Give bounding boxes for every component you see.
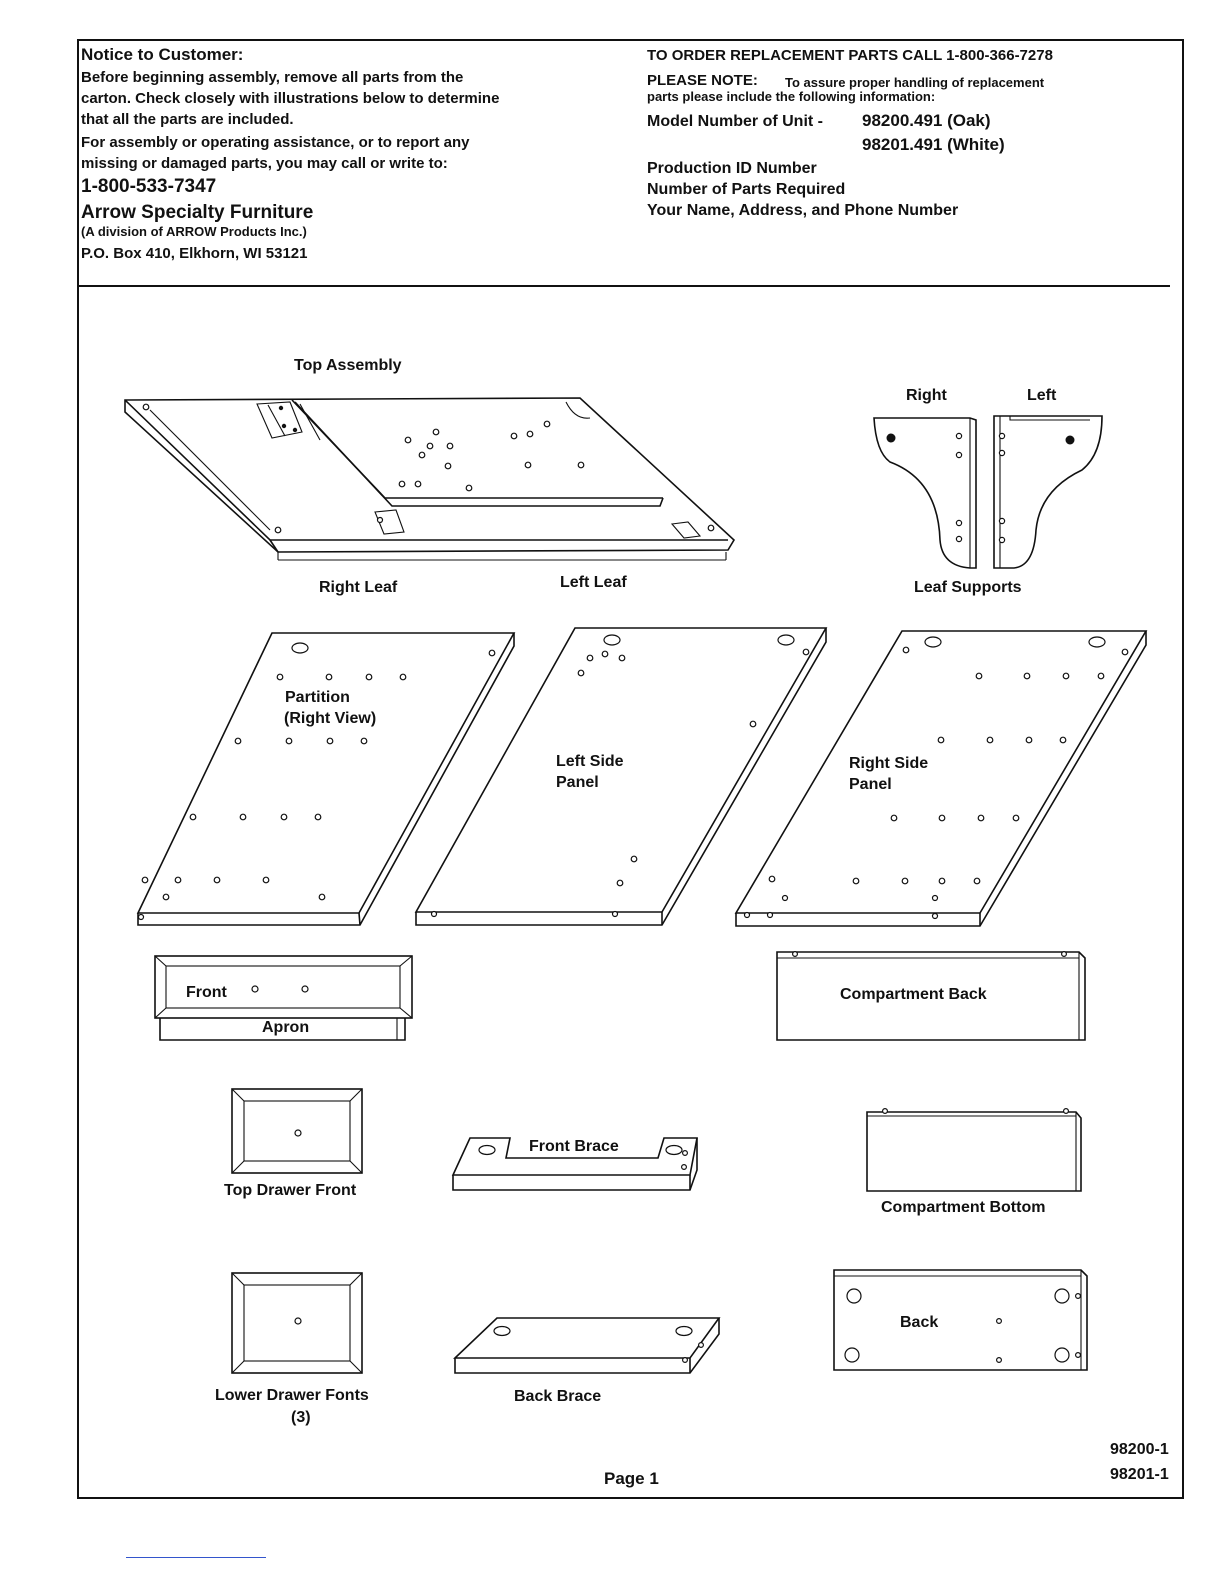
front-apron-drawing [154,955,413,1041]
top-assembly-drawing [124,397,736,561]
company-name: Arrow Specialty Furniture [81,202,314,223]
assistance-phone: 1-800-533-7347 [81,176,217,197]
back-panel-drawing [833,1269,1088,1371]
model-white: 98201.491 (White) [862,135,1005,154]
notice-line-1: Before beginning assembly, remove all pa… [81,69,464,86]
page-frame [77,39,1184,1499]
label-back: Back [900,1314,939,1331]
notice-line-3: that all the parts are included. [81,111,294,128]
lower-drawer-front-drawing [231,1272,363,1374]
label-left-side-panel: Panel [556,774,599,791]
label-leaf-supports: Leaf Supports [914,579,1022,596]
partition-drawing [136,632,516,926]
order-phone-line: TO ORDER REPLACEMENT PARTS CALL 1-800-36… [647,47,1053,64]
assist-line-1: For assembly or operating assistance, or… [81,134,470,151]
please-note-line-1: To assure proper handling of replacement [785,75,1045,90]
label-apron: Apron [262,1019,310,1036]
please-note-line-2: parts please include the following infor… [647,89,936,104]
compartment-back-drawing [776,950,1086,1041]
info-contact: Your Name, Address, and Phone Number [647,202,959,219]
back-brace-drawing [453,1317,721,1374]
label-left-side: Left Side [556,753,624,770]
label-right-leaf: Right Leaf [319,579,398,596]
notice-line-2: carton. Check closely with illustrations… [81,90,500,107]
header-divider [77,285,1170,287]
label-partition: Partition [285,689,350,706]
left-side-panel-drawing [414,627,828,926]
doc-code-2: 98201-1 [1110,1466,1169,1483]
company-address: P.O. Box 410, Elkhorn, WI 53121 [81,245,308,262]
label-support-right: Right [906,387,947,404]
model-oak: 98200.491 (Oak) [862,111,991,130]
label-lower-drawer-qty: (3) [291,1409,311,1426]
bottom-mark-line [126,1557,266,1558]
label-top-drawer-front: Top Drawer Front [224,1182,357,1199]
label-left-leaf: Left Leaf [560,574,627,591]
label-compartment-back: Compartment Back [840,986,987,1003]
page-number: Page 1 [604,1469,659,1488]
info-parts-required: Number of Parts Required [647,181,846,198]
label-top-assembly: Top Assembly [294,357,402,374]
top-drawer-front-drawing [231,1088,363,1174]
label-partition-view: (Right View) [284,710,377,727]
right-side-panel-drawing [734,630,1148,927]
front-brace-drawing [451,1137,698,1191]
notice-title: Notice to Customer: [81,45,244,64]
please-note-label: PLEASE NOTE: [647,72,758,89]
label-right-side: Right Side [849,755,929,772]
leaf-supports-drawing [873,415,1103,569]
assist-line-2: missing or damaged parts, you may call o… [81,155,448,172]
info-production-id: Production ID Number [647,160,817,177]
model-label: Model Number of Unit - [647,113,823,130]
label-right-side-panel: Panel [849,776,892,793]
label-front-brace: Front Brace [529,1138,619,1155]
label-back-brace: Back Brace [514,1388,602,1405]
company-division: (A division of ARROW Products Inc.) [81,224,307,239]
doc-code-1: 98200-1 [1110,1441,1169,1458]
label-compartment-bottom: Compartment Bottom [881,1199,1046,1216]
compartment-bottom-drawing [866,1107,1082,1192]
label-front: Front [186,984,227,1001]
label-lower-drawer-fronts: Lower Drawer Fonts [215,1387,369,1404]
label-support-left: Left [1027,387,1057,404]
